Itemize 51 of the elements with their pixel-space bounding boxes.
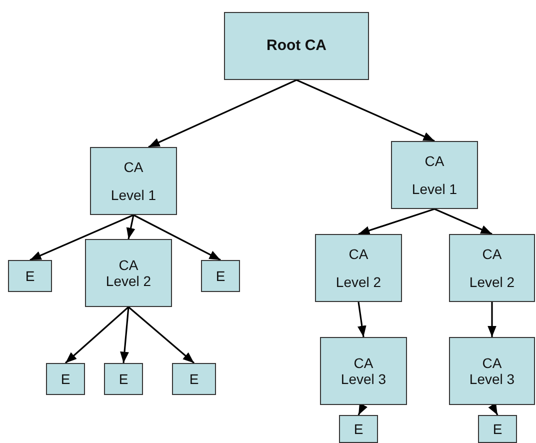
arrow — [488, 403, 498, 416]
node-box — [104, 363, 143, 395]
node-box — [90, 147, 177, 215]
arrow — [148, 79, 297, 148]
node-label: CA — [424, 152, 444, 169]
node-label: E — [492, 420, 502, 438]
node-label: E — [189, 370, 199, 388]
node-box — [391, 141, 478, 209]
arrow — [357, 302, 366, 338]
node-label: Level 3 — [469, 371, 515, 388]
arrow — [128, 306, 195, 364]
node-label: Level 3 — [340, 371, 386, 388]
node-label: E — [354, 420, 364, 438]
node-label: E — [118, 370, 128, 388]
node-label: CA — [118, 256, 138, 273]
node-label: CA — [482, 246, 502, 262]
node-box — [8, 260, 52, 292]
arrow — [64, 306, 130, 364]
node-box — [339, 415, 378, 443]
node-box — [315, 234, 402, 302]
node-box — [449, 234, 535, 302]
node-label: CA — [482, 354, 502, 371]
arrow — [358, 402, 368, 416]
arrow — [133, 214, 221, 261]
node-label: E — [25, 268, 35, 284]
node-label: Level 1 — [110, 187, 156, 204]
arrow — [296, 79, 435, 142]
node-box — [172, 363, 216, 395]
node-label: Level 2 — [336, 274, 382, 290]
arrow — [434, 208, 492, 235]
node-box — [478, 415, 517, 443]
node-label: Level 1 — [412, 181, 458, 198]
node-box — [224, 12, 369, 80]
arrow — [126, 214, 136, 240]
node-label: E — [60, 370, 70, 388]
arrow — [488, 302, 496, 337]
node-box — [46, 363, 85, 395]
arrow — [30, 214, 134, 261]
node-label: CA — [354, 354, 374, 371]
node-label: E — [216, 268, 226, 284]
node-label: Level 2 — [106, 273, 152, 290]
node-box — [201, 260, 240, 292]
node-label: CA — [348, 246, 368, 262]
arrow — [120, 306, 130, 364]
node-box — [449, 337, 535, 405]
node-label: Level 2 — [469, 274, 515, 290]
node-box — [85, 239, 172, 307]
arrow — [358, 208, 435, 235]
node-box — [320, 337, 407, 405]
node-label: Root CA — [266, 37, 326, 55]
node-label: CA — [124, 158, 144, 175]
